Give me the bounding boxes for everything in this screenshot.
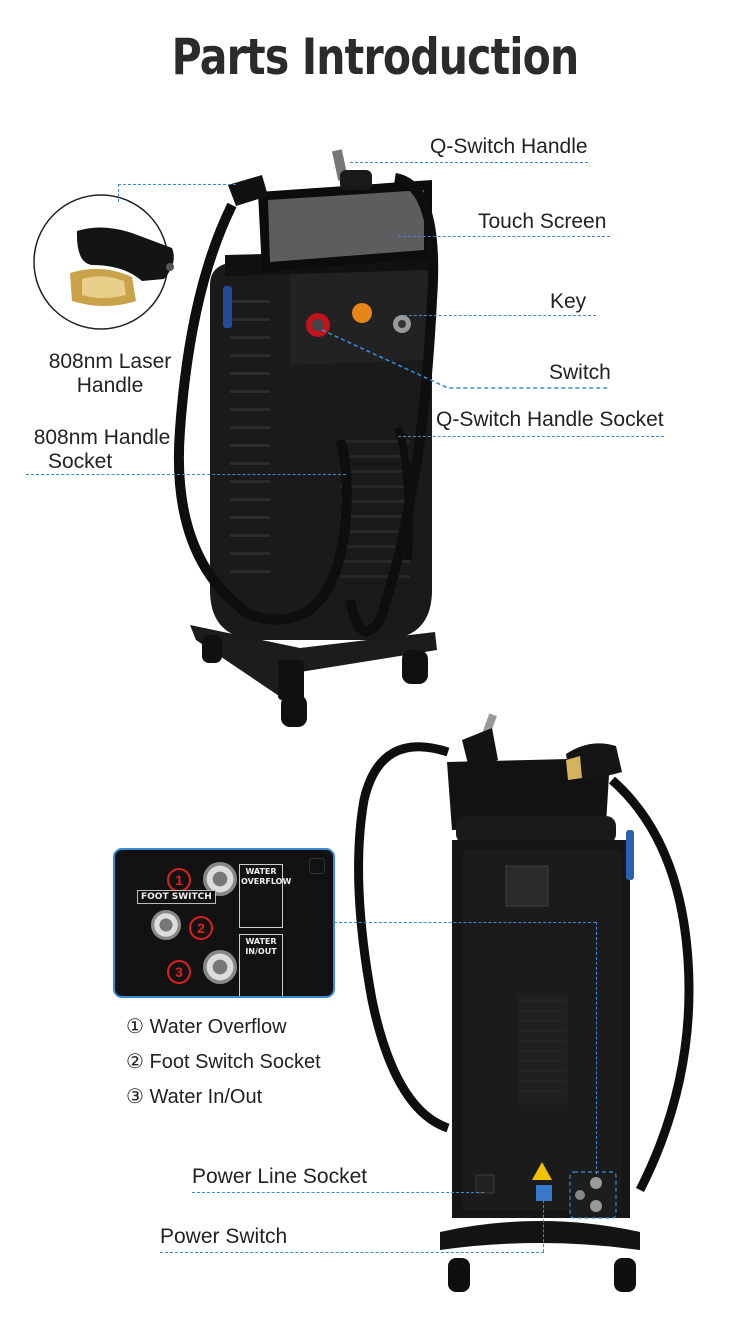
legend-item: ② Foot Switch Socket	[126, 1049, 321, 1074]
leader-q-switch-handle	[350, 162, 588, 163]
water-inout-socket	[203, 950, 237, 984]
legend-text: Water Overflow	[149, 1016, 287, 1038]
legend-text: Foot Switch Socket	[149, 1051, 321, 1073]
label-q-switch-handle-socket: Q-Switch Handle Socket	[436, 408, 664, 431]
inset-legend: ① Water Overflow ② Foot Switch Socket ③ …	[126, 1014, 321, 1109]
panel-corner-mark	[309, 858, 325, 874]
legend-num: ②	[126, 1051, 144, 1073]
leader-laser-handle	[118, 184, 236, 185]
legend-item: ① Water Overflow	[126, 1014, 321, 1039]
label-q-switch-handle: Q-Switch Handle	[430, 135, 588, 158]
legend-num: ③	[126, 1086, 144, 1108]
label-key: Key	[550, 290, 587, 313]
marker-1: 1	[167, 868, 191, 892]
leader-inset-v	[596, 922, 597, 1174]
leader-touch-screen	[398, 236, 610, 237]
label-power-switch: Power Switch	[160, 1225, 288, 1248]
label-touch-screen: Touch Screen	[478, 210, 607, 233]
label-808nm-laser-handle-line2: Handle	[76, 374, 144, 397]
label-808nm-handle-socket: 808nm Handle Socket	[22, 426, 182, 474]
leader-808-socket	[26, 474, 346, 475]
water-overflow-label: WATER OVERFLOW	[239, 864, 291, 928]
rear-panel-inset: 1 2 3 FOOT SWITCH WATER OVERFLOW WATER I…	[113, 848, 335, 998]
leader-laser-handle-v	[118, 184, 119, 202]
leader-switch-diagonal	[321, 329, 610, 389]
marker-2: 2	[189, 916, 213, 940]
leader-power-switch-v	[543, 1200, 544, 1252]
label-808nm-laser-handle-line1: 808nm Laser	[48, 350, 172, 373]
foot-switch-socket	[151, 910, 181, 940]
legend-num: ①	[126, 1016, 144, 1038]
leader-power-switch	[160, 1252, 544, 1253]
marker-3: 3	[167, 960, 191, 984]
foot-switch-label: FOOT SWITCH	[137, 890, 216, 904]
leader-q-switch-socket	[398, 436, 664, 437]
label-808nm-handle-socket-line2: Socket	[48, 450, 113, 473]
label-power-line-socket: Power Line Socket	[192, 1165, 368, 1188]
label-808nm-laser-handle: 808nm Laser Handle	[40, 350, 180, 398]
leader-inset	[334, 922, 596, 923]
label-808nm-handle-socket-line1: 808nm Handle	[33, 426, 171, 449]
label-switch: Switch	[549, 361, 611, 384]
leader-power-line-socket	[192, 1192, 484, 1193]
leader-key	[404, 315, 596, 316]
page-title: Parts Introduction	[171, 28, 579, 86]
laser-handle-zoom-illustration	[33, 194, 174, 330]
water-inout-label: WATER IN/OUT	[239, 934, 283, 996]
legend-item: ③ Water In/Out	[126, 1084, 321, 1109]
legend-text: Water In/Out	[149, 1086, 263, 1108]
